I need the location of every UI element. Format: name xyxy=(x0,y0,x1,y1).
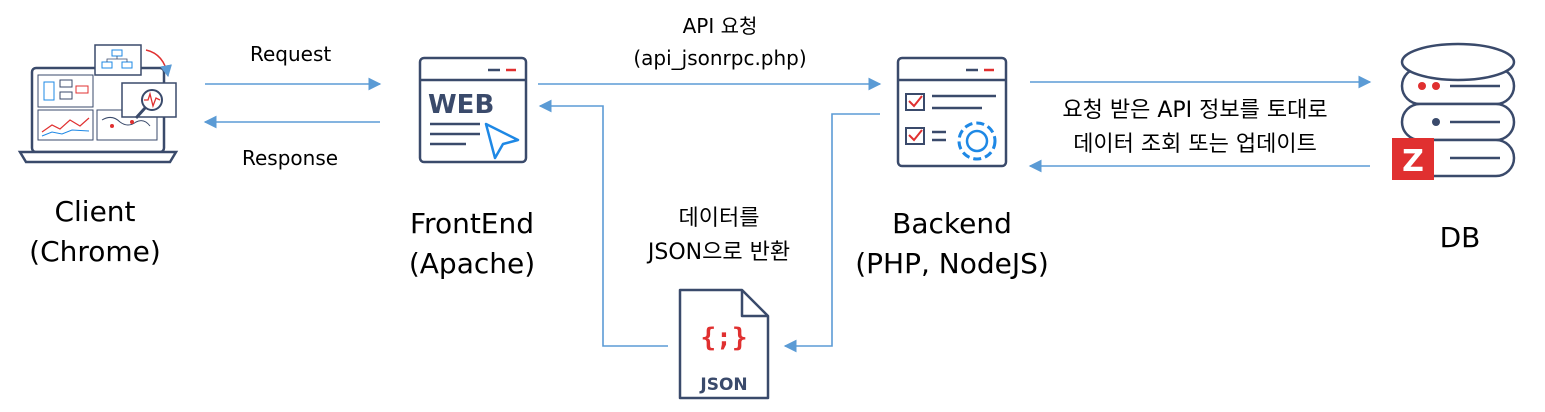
json-braces: {;} xyxy=(701,323,748,353)
backend-name: Backend xyxy=(892,207,1012,240)
web-browser-icon: WEB xyxy=(418,56,528,164)
json-return-label: 데이터를 JSON으로 반환 xyxy=(612,202,826,270)
frontend-node-label: FrontEnd (Apache) xyxy=(382,204,562,284)
api-request-label-line1: API 요청 xyxy=(682,14,758,38)
response-label: Response xyxy=(242,146,339,170)
json-word: JSON xyxy=(699,375,747,395)
api-request-label: API 요청 (api_jsonrpc.php) xyxy=(620,10,820,74)
request-label: Request xyxy=(250,42,332,66)
database-icon: Z xyxy=(1392,42,1516,180)
json-return-label-line2: JSON으로 반환 xyxy=(647,240,791,265)
backend-detail: (PHP, NodeJS) xyxy=(855,247,1049,280)
backend-to-json-arrow xyxy=(783,113,880,353)
db-query-label-line2: 데이터 조회 또는 업데이트 xyxy=(1073,132,1317,157)
frontend-name: FrontEnd xyxy=(409,207,535,240)
web-word: WEB xyxy=(428,90,494,120)
json-to-frontend-arrow xyxy=(538,99,668,347)
json-return-label-line1: 데이터를 xyxy=(678,206,760,231)
json-file-icon: {;} JSON xyxy=(678,288,770,400)
db-badge xyxy=(1392,138,1434,180)
db-query-label-line1: 요청 받은 API 정보를 토대로 xyxy=(1062,98,1328,123)
backend-server-icon xyxy=(896,56,1008,168)
api-request-label-line2: (api_jsonrpc.php) xyxy=(633,46,807,70)
frontend-detail: (Apache) xyxy=(408,247,536,280)
db-node-label: DB xyxy=(1439,221,1481,254)
client-node-label: Client (Chrome) xyxy=(10,192,180,272)
db-query-label: 요청 받은 API 정보를 토대로 데이터 조회 또는 업데이트 xyxy=(1030,94,1360,162)
client-laptop-icon xyxy=(17,44,179,164)
backend-node-label: Backend (PHP, NodeJS) xyxy=(840,204,1064,284)
client-detail: (Chrome) xyxy=(29,235,161,268)
db-badge-letter: Z xyxy=(1402,144,1424,179)
client-name: Client xyxy=(54,195,136,228)
